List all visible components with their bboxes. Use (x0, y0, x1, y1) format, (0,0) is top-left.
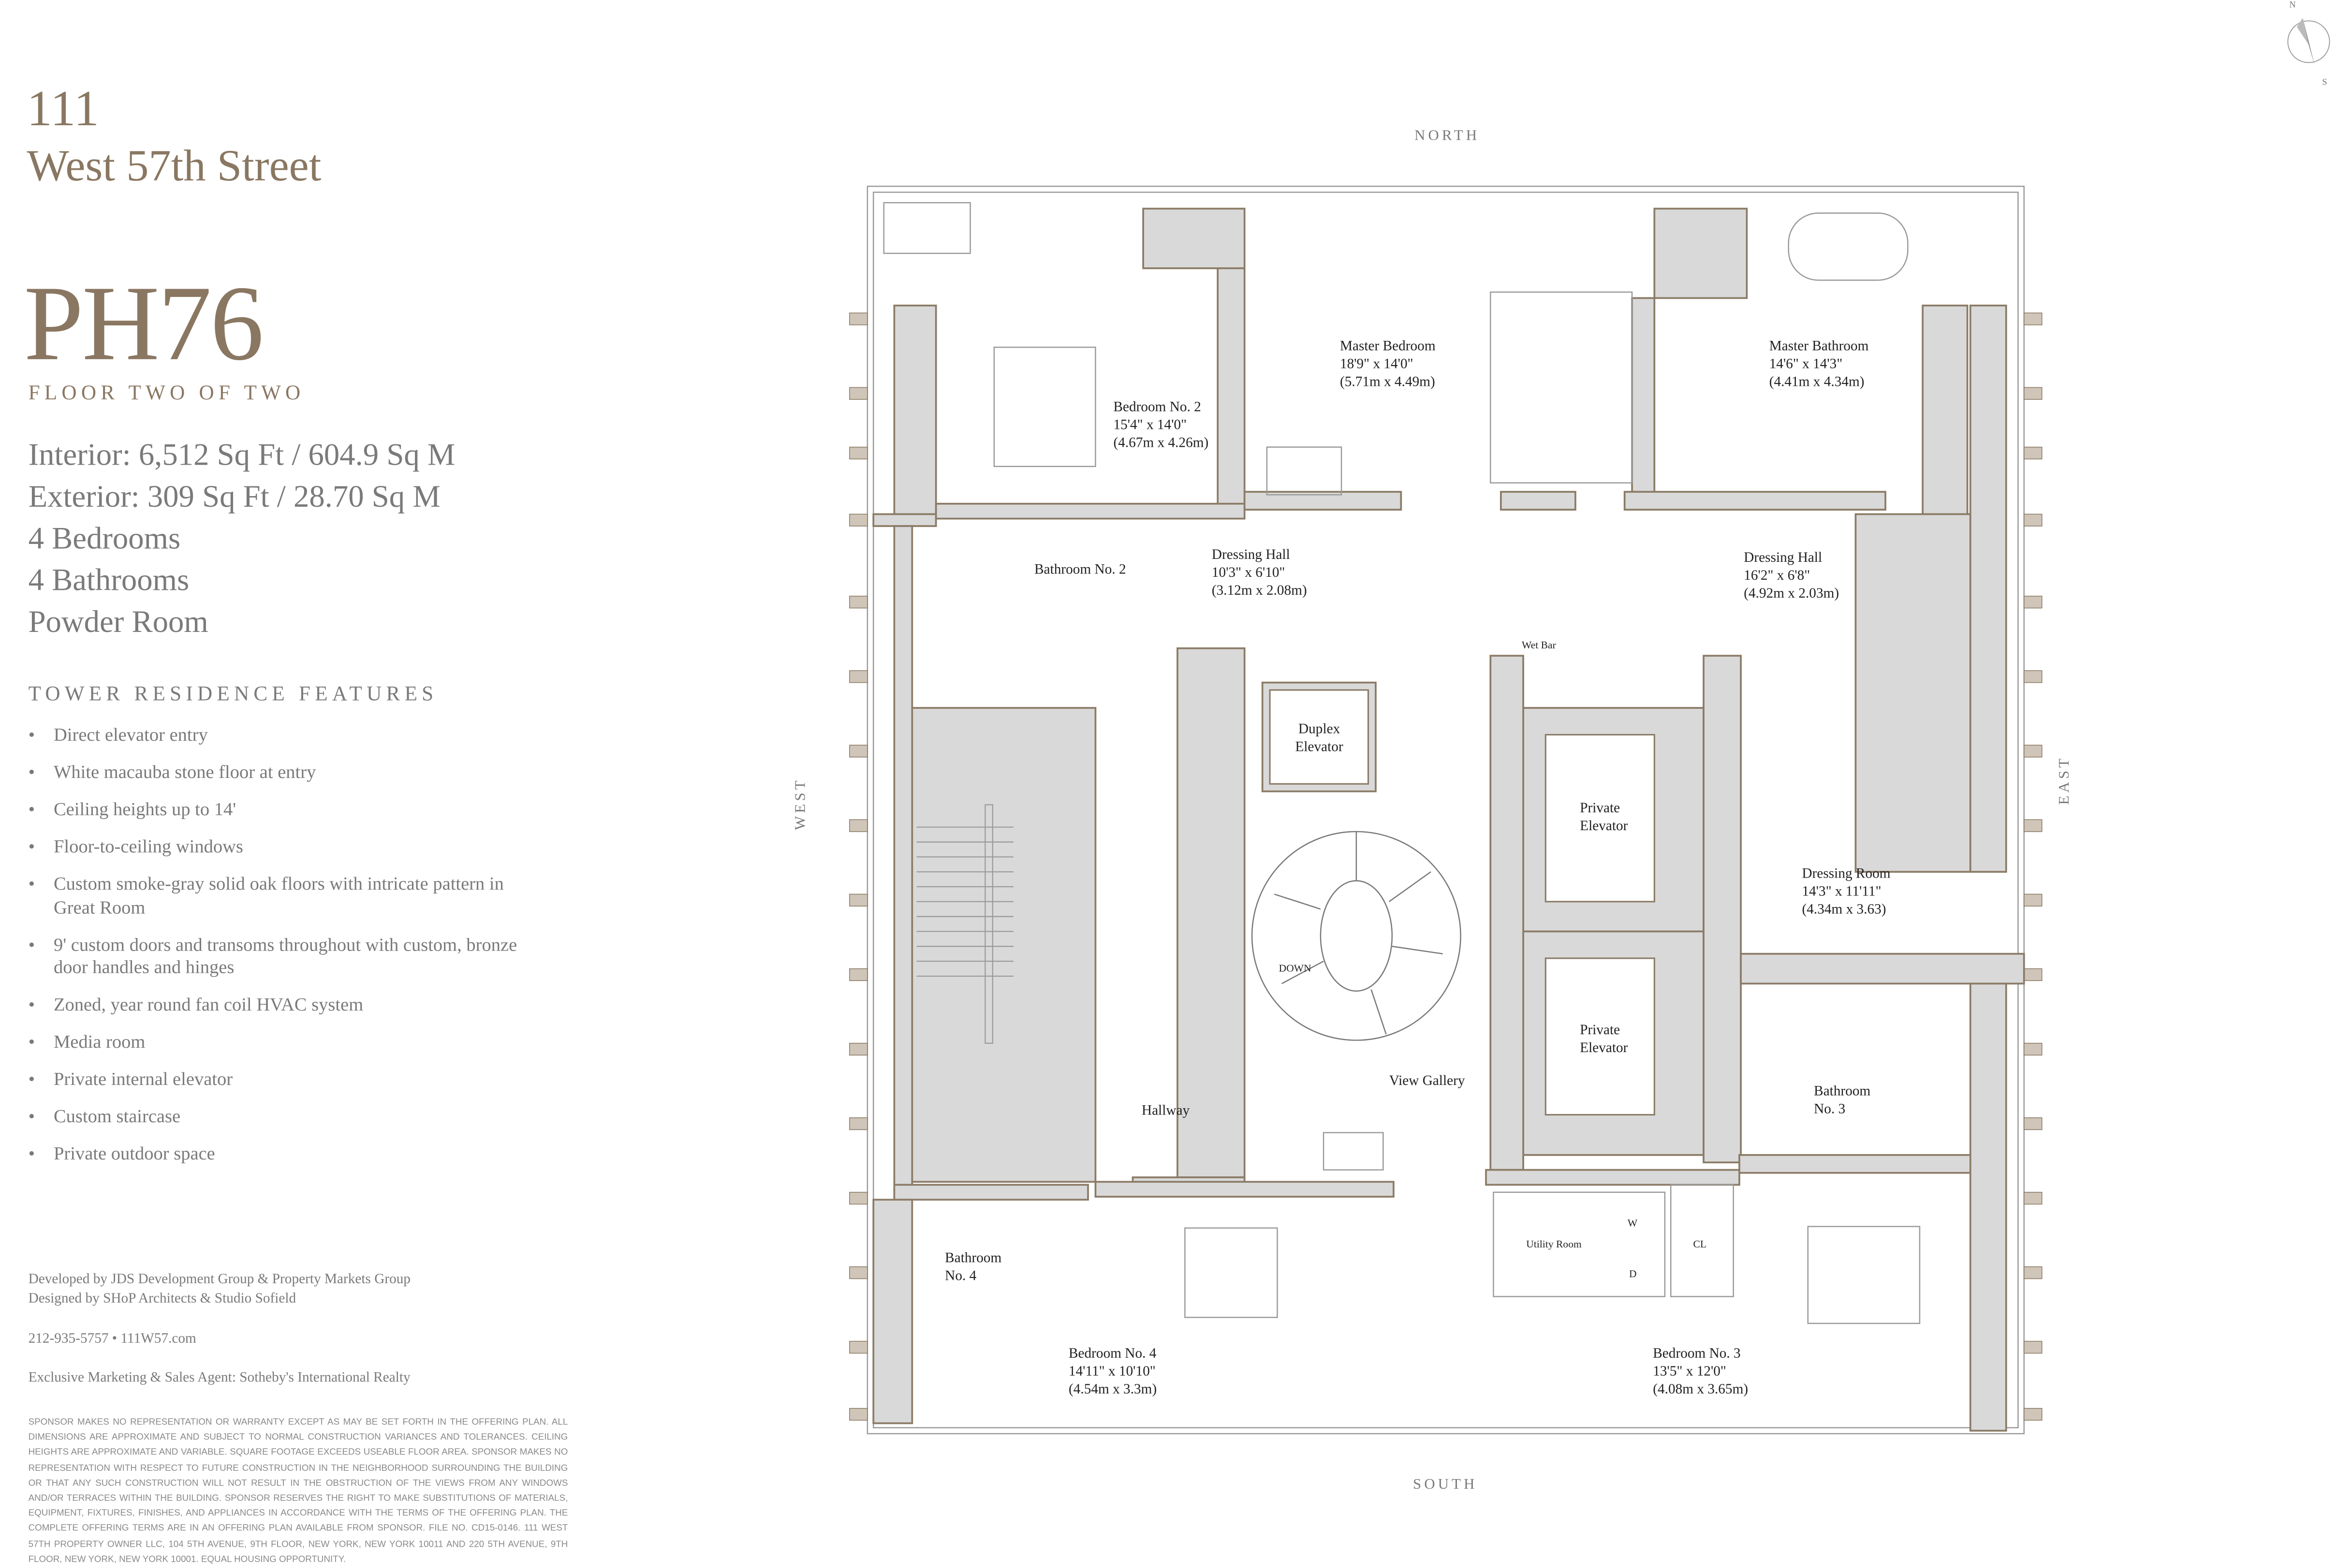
label-down: DOWN (1279, 963, 1311, 975)
stat-bathrooms: 4 Bathrooms (28, 562, 190, 598)
room-utility: Utility Room (1526, 1238, 1582, 1251)
feature-item: •Floor-to-ceiling windows (28, 836, 243, 857)
credit-developer: Developed by JDS Development Group & Pro… (28, 1273, 411, 1288)
feature-item: •Zoned, year round fan coil HVAC system (28, 994, 364, 1015)
label-closet: CL (1693, 1238, 1707, 1251)
features-list: •Direct elevator entry •White macauba st… (29, 724, 520, 1180)
unit-title: PH76 (24, 264, 264, 383)
feature-item: •Private internal elevator (28, 1069, 233, 1090)
label-west: WEST (793, 777, 809, 830)
room-view-gallery: View Gallery (1389, 1074, 1465, 1090)
label-north: NORTH (1414, 128, 1480, 145)
room-hallway: Hallway (1142, 1104, 1190, 1119)
contact-info[interactable]: 212-935-5757 • 111W57.com (28, 1332, 196, 1348)
feature-item: •Direct elevator entry (28, 724, 208, 746)
stat-bedrooms: 4 Bedrooms (28, 520, 181, 556)
spiral-staircase (1251, 831, 1461, 1041)
feature-item: •Ceiling heights up to 14' (28, 799, 236, 820)
credit-agent: Exclusive Marketing & Sales Agent: Sothe… (28, 1371, 411, 1386)
furniture (883, 202, 1921, 1324)
stat-interior: Interior: 6,512 Sq Ft / 604.9 Sq M (28, 437, 456, 473)
feature-item: •Media room (28, 1031, 146, 1053)
feature-item: •Custom staircase (28, 1106, 181, 1127)
credit-designer: Designed by SHoP Architects & Studio Sof… (28, 1292, 296, 1307)
label-dryer: D (1629, 1268, 1637, 1280)
building-number: 111 (27, 82, 99, 137)
facade-piers (849, 312, 2043, 1421)
feature-item: •Custom smoke-gray solid oak floors with… (28, 873, 504, 918)
elevator-cabs (1269, 689, 1655, 1116)
exterior-outline (867, 186, 2025, 1435)
feature-item: •9' custom doors and transoms throughout… (28, 934, 517, 978)
label-washer: W (1627, 1217, 1638, 1230)
legal-disclaimer: Sponsor makes no representation or warra… (28, 1417, 568, 1565)
features-heading: TOWER RESIDENCE FEATURES (28, 684, 438, 707)
compass-north: N (2289, 1, 2296, 11)
room-wet-bar: Wet Bar (1522, 639, 1556, 651)
building-street: West 57th Street (27, 141, 322, 191)
stair-treads (916, 804, 1014, 1044)
label-east: EAST (2057, 755, 2073, 805)
feature-item: •White macauba stone floor at entry (28, 762, 316, 783)
stat-powder-room: Powder Room (28, 603, 208, 640)
stat-exterior: Exterior: 309 Sq Ft / 28.70 Sq M (28, 478, 441, 514)
floor-subtitle: FLOOR TWO OF TWO (28, 383, 305, 406)
label-south: SOUTH (1413, 1477, 1478, 1494)
compass-south: S (2322, 79, 2327, 88)
feature-item: •Private outdoor space (28, 1143, 215, 1164)
room-bathroom-2: Bathroom No. 2 (1034, 563, 1126, 578)
